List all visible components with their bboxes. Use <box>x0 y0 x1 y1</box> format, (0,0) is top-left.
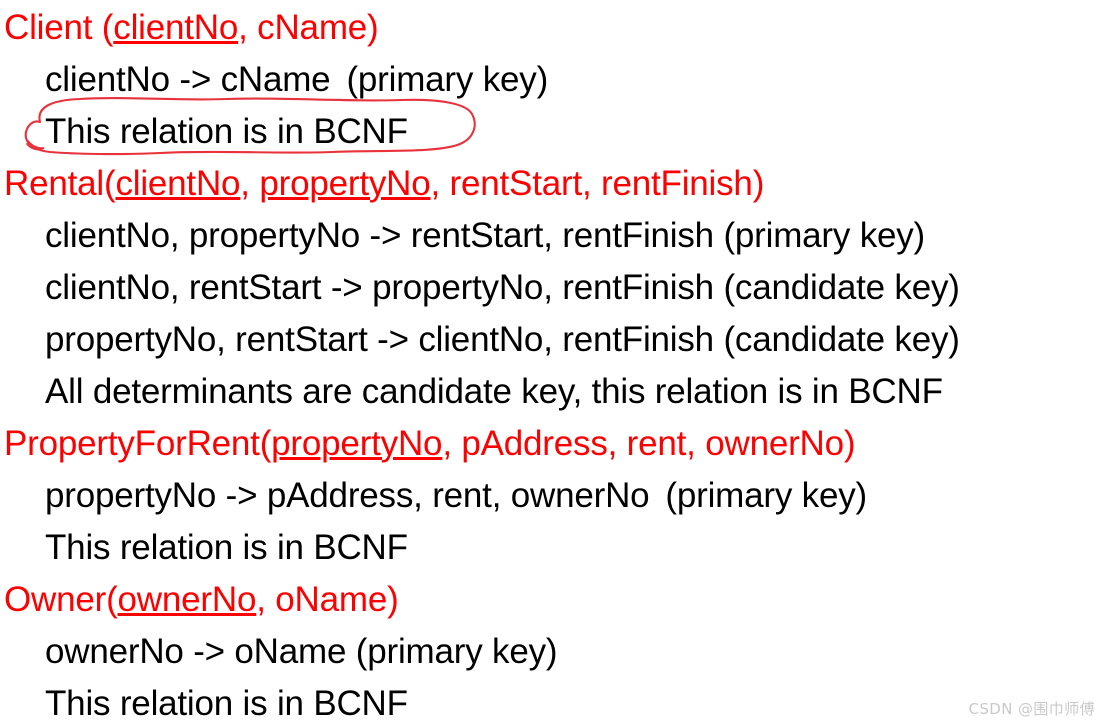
relation-header-text: , rentStart, rentFinish) <box>430 164 765 203</box>
functional-dependency-line: propertyNo, rentStart -> clientNo, rentF… <box>0 314 1107 366</box>
relation-header-propertyforrent: PropertyForRent(propertyNo, pAddress, re… <box>0 418 1107 470</box>
dependency-text: clientNo, propertyNo -> rentStart, rentF… <box>45 216 926 255</box>
relation-header-text: PropertyForRent( <box>4 424 272 463</box>
primary-key-attribute: clientNo <box>115 164 241 203</box>
functional-dependency-line: All determinants are candidate key, this… <box>0 366 1107 418</box>
relation-header-owner: Owner(ownerNo, oName) <box>0 574 1107 626</box>
functional-dependency-line: This relation is in BCNF <box>0 522 1107 574</box>
dependency-text: propertyNo, rentStart -> clientNo, rentF… <box>45 320 960 359</box>
bcnf-statement-annotated: This relation is in BCNF <box>0 106 1107 158</box>
functional-dependency-line: clientNo, rentStart -> propertyNo, rentF… <box>0 262 1107 314</box>
functional-dependency-line: clientNo, propertyNo -> rentStart, rentF… <box>0 210 1107 262</box>
functional-dependency-line: ownerNo -> oName (primary key) <box>0 626 1107 678</box>
dependency-text: propertyNo -> pAddress, rent, ownerNo <box>45 476 650 515</box>
primary-key-attribute: propertyNo <box>271 424 443 463</box>
dependency-text: clientNo, rentStart -> propertyNo, rentF… <box>45 268 960 307</box>
dependency-text: All determinants are candidate key, this… <box>45 372 943 411</box>
csdn-watermark: CSDN @围巾师傅 <box>968 700 1095 718</box>
relation-header-text: , oName) <box>256 580 399 619</box>
dependency-text: This relation is in BCNF <box>45 112 408 151</box>
primary-key-attribute: propertyNo <box>259 164 431 203</box>
relation-header-text: Rental( <box>4 164 116 203</box>
primary-key-attribute: ownerNo <box>117 580 257 619</box>
functional-dependency-line: This relation is in BCNF <box>0 678 1107 725</box>
relation-header-text: Owner( <box>4 580 118 619</box>
relation-header-client: Client (clientNo, cName) <box>0 2 1107 54</box>
key-annotation-text: (primary key) <box>346 60 549 99</box>
key-annotation-text: (primary key) <box>665 476 867 515</box>
relation-header-text: , cName) <box>238 8 379 47</box>
dependency-text: This relation is in BCNF <box>45 684 408 723</box>
functional-dependency-line: propertyNo -> pAddress, rent, ownerNo (pr… <box>0 470 1107 522</box>
relation-header-rental: Rental(clientNo, propertyNo, rentStart, … <box>0 158 1107 210</box>
primary-key-attribute: clientNo <box>113 8 239 47</box>
relation-header-text: , <box>240 164 260 203</box>
relation-header-text: , pAddress, rent, ownerNo) <box>442 424 856 463</box>
dependency-text: This relation is in BCNF <box>45 528 408 567</box>
dependency-text: clientNo -> cName <box>45 60 331 99</box>
dependency-text: ownerNo -> oName (primary key) <box>45 632 558 671</box>
functional-dependency-line: clientNo -> cName (primary key) <box>0 54 1107 106</box>
relation-header-text: Client ( <box>4 8 114 47</box>
